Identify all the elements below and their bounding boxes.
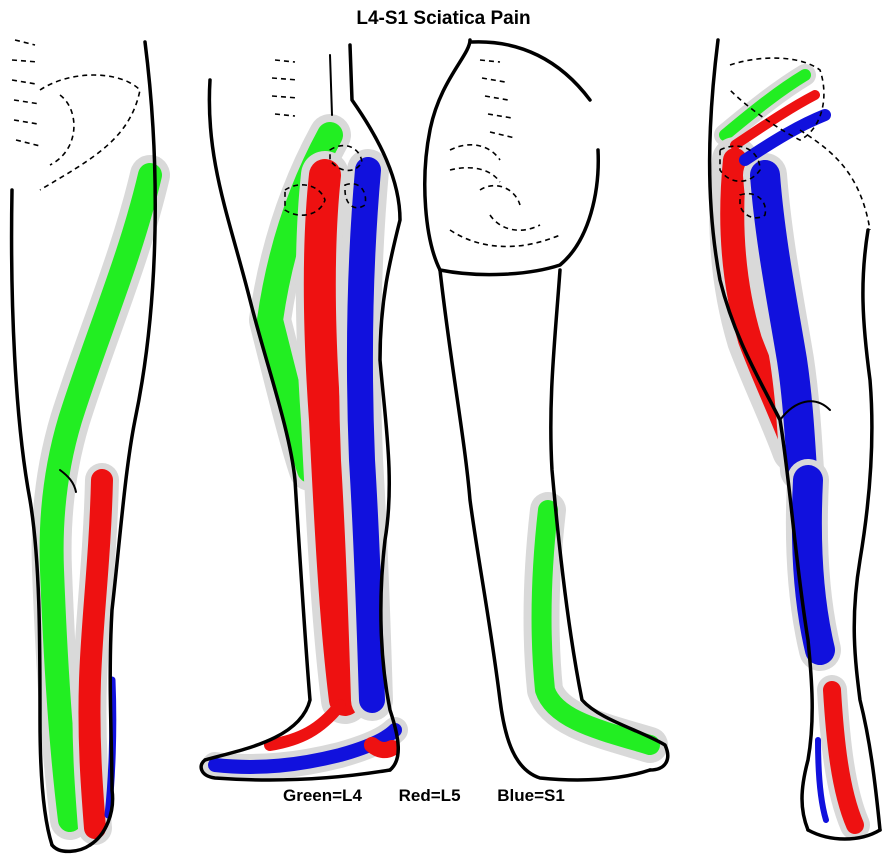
leg-medial-view bbox=[425, 40, 668, 780]
leg-lateral-view bbox=[201, 45, 400, 780]
s1-band-calf bbox=[807, 480, 820, 650]
legend: Green=L4 Red=L5 Blue=S1 bbox=[283, 786, 597, 806]
legend-item-green-l4: Green=L4 bbox=[283, 786, 362, 805]
l5-band-front bbox=[89, 480, 102, 828]
leg-front-view bbox=[12, 40, 156, 851]
s1-band-lateral bbox=[360, 170, 372, 700]
l5-patch-heel bbox=[372, 745, 392, 750]
legend-item-blue-s1: Blue=S1 bbox=[497, 786, 565, 805]
leg-posterior-view bbox=[710, 40, 880, 839]
legend-item-red-l5: Red=L5 bbox=[399, 786, 461, 805]
